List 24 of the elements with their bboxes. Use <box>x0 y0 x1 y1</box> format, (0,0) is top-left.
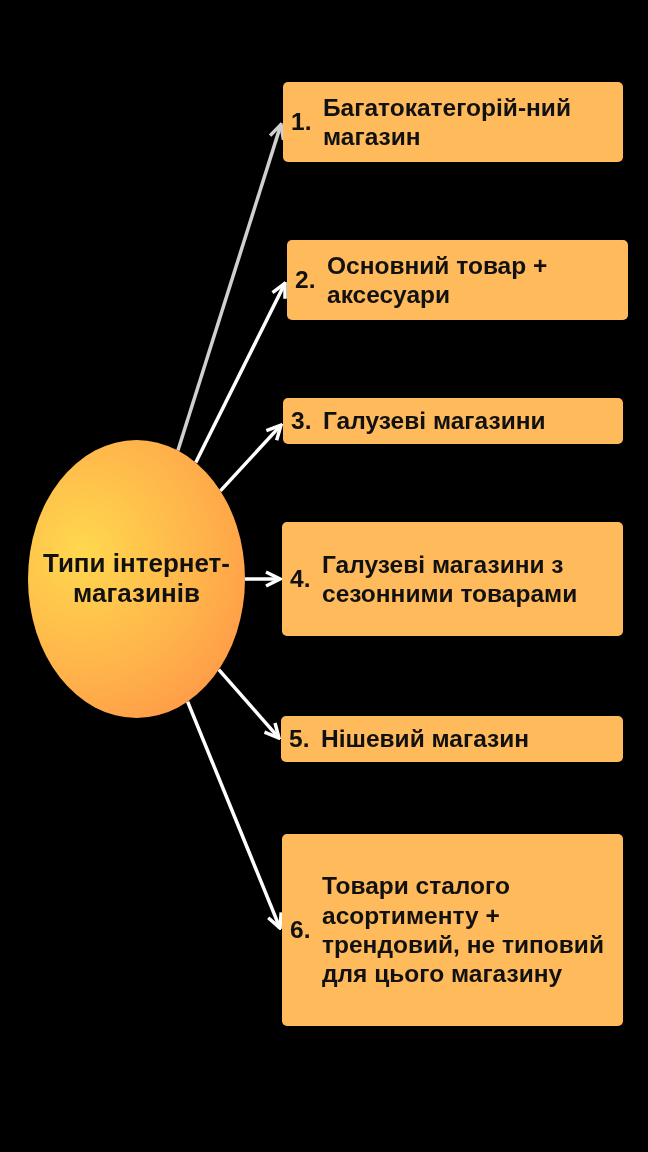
category-text: Галузеві магазини з сезонними товарами <box>322 549 579 609</box>
category-text: Галузеві магазини <box>323 406 547 436</box>
list-number: 5. <box>289 724 311 754</box>
category-box <box>283 82 623 162</box>
list-number: 6. <box>290 915 312 945</box>
list-number: 1. <box>291 107 313 137</box>
arrow <box>217 668 281 740</box>
arrow <box>245 570 282 588</box>
category-text: Основний товар + аксесуари <box>327 250 549 310</box>
title-text: Типи інтернет-магазинів <box>42 549 231 609</box>
category-box <box>281 716 623 762</box>
arrow <box>186 700 283 930</box>
category-box <box>282 834 623 1026</box>
list-number: 4. <box>290 564 312 594</box>
category-box <box>283 398 623 444</box>
category-box <box>282 522 623 636</box>
arrow <box>219 423 283 493</box>
category-text: Товари сталого асортименту + трендовий, не типовий для цього магазину <box>322 871 605 989</box>
arrow <box>194 281 287 464</box>
category-box <box>287 240 628 320</box>
list-number: 3. <box>291 406 313 436</box>
category-text: Багатокатегорій-ний магазин <box>323 92 572 152</box>
category-text: Нішевий магазин <box>321 724 531 754</box>
list-number: 2. <box>295 265 317 295</box>
